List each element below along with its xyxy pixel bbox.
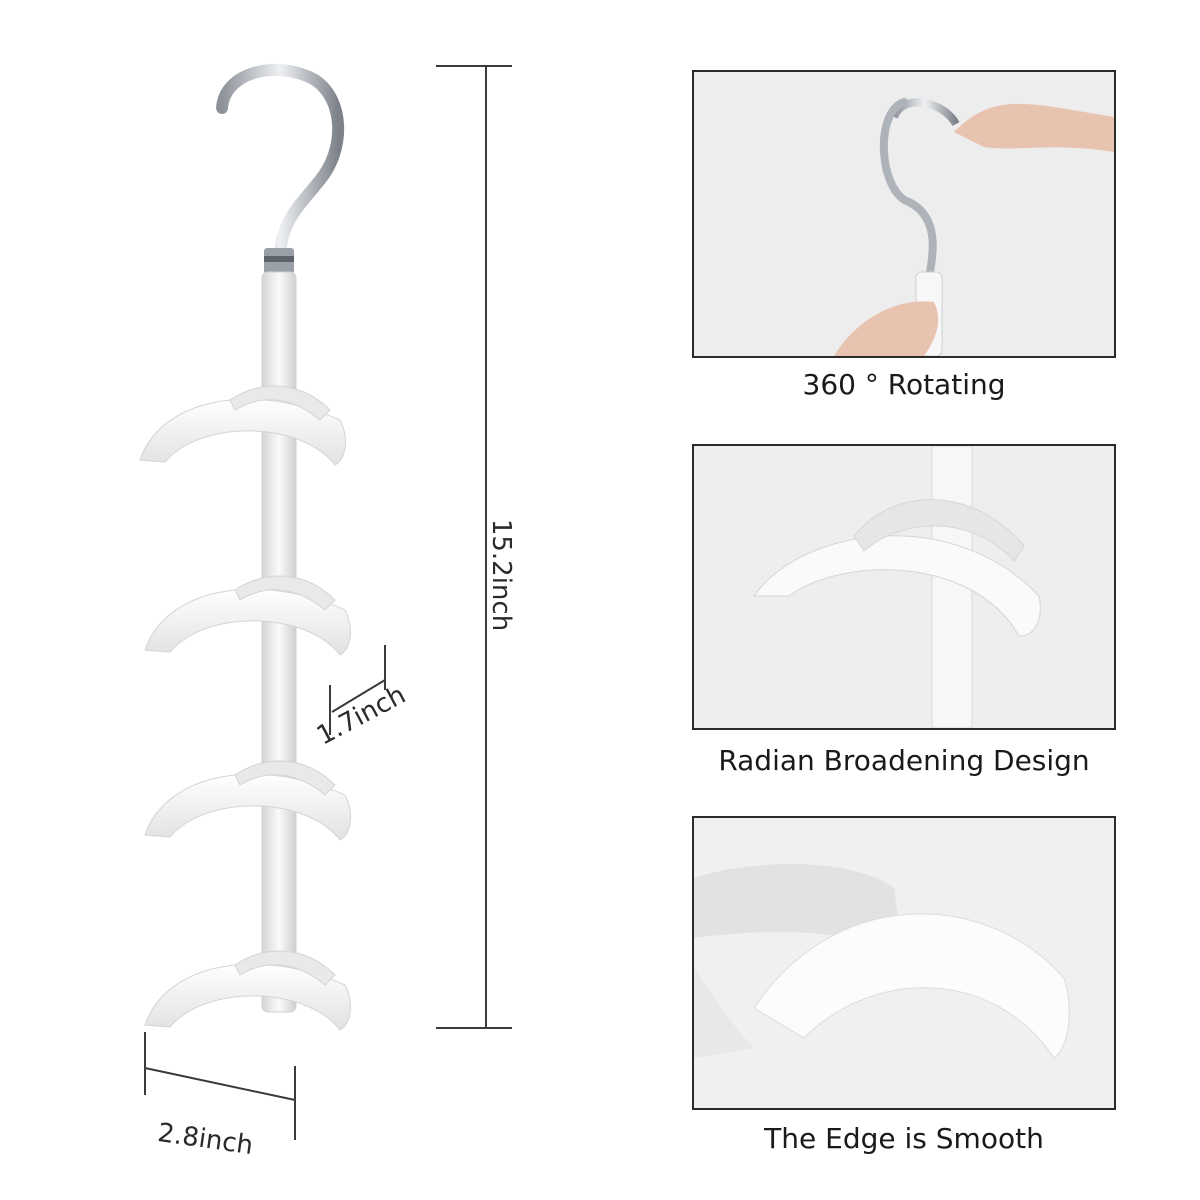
feature-panel-rotating bbox=[692, 70, 1116, 358]
metal-hook bbox=[216, 63, 345, 274]
feature-panel-radian bbox=[692, 444, 1116, 730]
caption-radian: Radian Broadening Design bbox=[718, 744, 1090, 777]
caption-smooth-edge: The Edge is Smooth bbox=[764, 1122, 1044, 1155]
hanger-arm bbox=[144, 760, 351, 841]
smooth-edge-photo bbox=[694, 818, 1114, 1108]
radian-arm-photo bbox=[694, 446, 1114, 728]
hanger-arm bbox=[144, 950, 351, 1031]
hanger-arm bbox=[144, 575, 351, 656]
height-label: 15.2inch bbox=[486, 518, 517, 632]
width-dimension-line bbox=[144, 1032, 296, 1140]
caption-rotating: 360 ° Rotating bbox=[802, 368, 1006, 401]
height-dimension-line bbox=[436, 65, 512, 1029]
hanger-arm bbox=[139, 385, 346, 466]
center-rod bbox=[261, 271, 297, 1013]
rotating-hook-photo bbox=[694, 72, 1114, 356]
hanger-illustration bbox=[139, 63, 512, 1140]
feature-panel-smooth-edge bbox=[692, 816, 1116, 1110]
spacing-dimension-line bbox=[329, 645, 386, 735]
